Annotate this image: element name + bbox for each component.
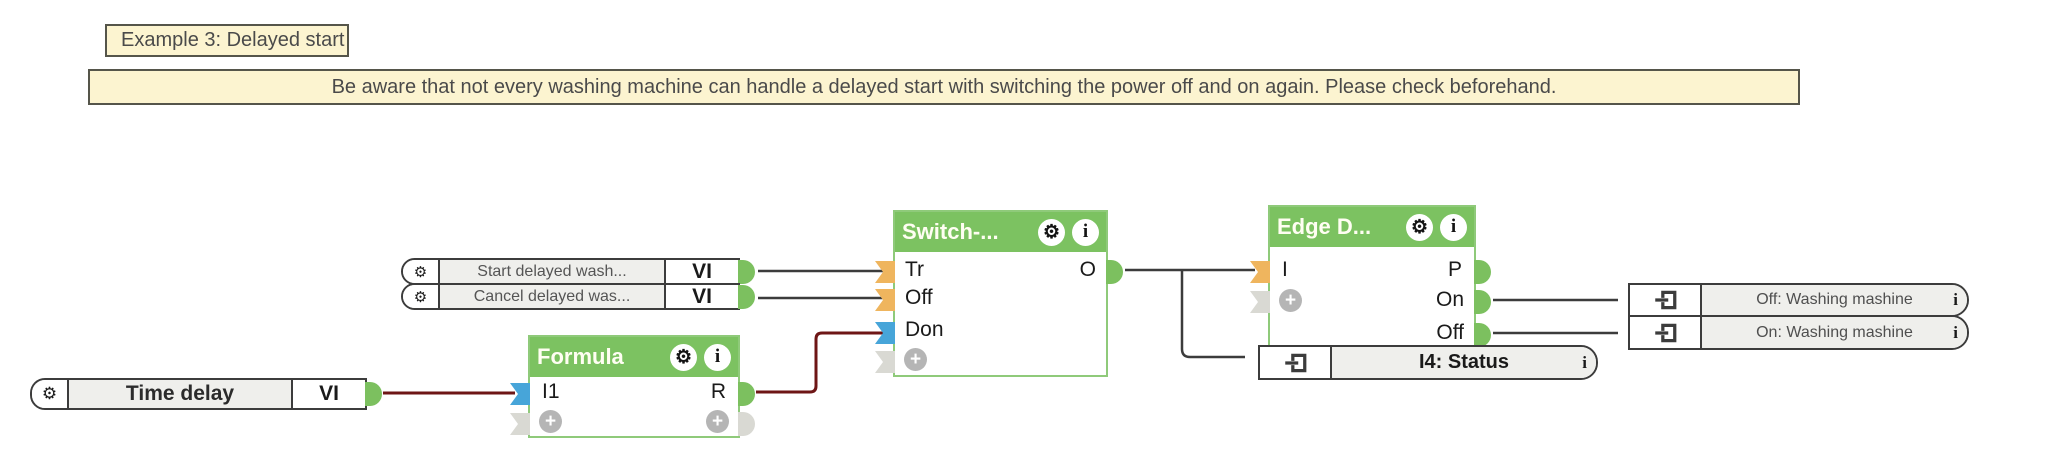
wire-switch-o-to-status-ref[interactable] xyxy=(1180,270,1245,359)
output-connector[interactable] xyxy=(365,382,382,406)
on-reference-label: On: Washing mashine xyxy=(1756,323,1913,341)
input-connector-tr[interactable] xyxy=(875,261,895,283)
info-icon[interactable]: i xyxy=(1440,213,1467,241)
output-connector-add[interactable] xyxy=(738,412,755,436)
output-connector-o[interactable] xyxy=(1106,260,1123,284)
block-header: Formula ⚙ i xyxy=(530,337,738,377)
input-label-tr: Tr xyxy=(905,258,925,281)
add-output-button[interactable]: + xyxy=(706,410,729,433)
input-connector-i[interactable] xyxy=(1250,261,1270,283)
output-label-on: On xyxy=(1435,288,1464,311)
block-formula[interactable]: Formula ⚙ i I1 R + + xyxy=(510,335,755,438)
output-label-off: Off xyxy=(1436,321,1464,344)
block-edge-detection[interactable]: Edge D... ⚙ i I P On Off + xyxy=(1250,205,1491,347)
block-title: Formula xyxy=(537,344,624,369)
gear-icon[interactable]: ⚙ xyxy=(1038,218,1065,246)
block-body: I1 R + + xyxy=(530,377,738,436)
vi-port-label: VI xyxy=(291,380,365,408)
info-icon[interactable]: i xyxy=(1582,352,1587,372)
input-connector-add[interactable] xyxy=(875,351,895,373)
block-header: Edge D... ⚙ i xyxy=(1270,207,1474,247)
input-connector-add[interactable] xyxy=(1250,291,1270,313)
block-title: Edge D... xyxy=(1277,214,1372,239)
off-washing-machine-reference[interactable]: Off: Washing mashine i xyxy=(1628,283,1969,317)
memory-flag-icon xyxy=(1655,290,1677,310)
block-body: Tr Off Don O + xyxy=(895,252,1106,375)
info-icon[interactable]: i xyxy=(1072,218,1099,246)
output-connector-p[interactable] xyxy=(1474,260,1491,284)
status-reference-label: I4: Status xyxy=(1418,351,1510,373)
add-input-button[interactable]: + xyxy=(1279,289,1302,312)
output-connector-off[interactable] xyxy=(1474,323,1491,347)
gear-icon[interactable]: ⚙ xyxy=(403,260,440,283)
virtual-input-label: Start delayed wash... xyxy=(477,262,627,280)
add-input-button[interactable]: + xyxy=(904,348,927,371)
output-label-o: O xyxy=(1079,258,1096,281)
off-reference-label: Off: Washing mashine xyxy=(1756,291,1913,308)
info-icon[interactable]: i xyxy=(704,343,731,371)
output-connector-on[interactable] xyxy=(1474,290,1491,314)
warning-note[interactable]: Be aware that not every washing machine … xyxy=(88,69,1800,105)
example-title-note[interactable]: Example 3: Delayed start xyxy=(105,24,349,57)
input-label-off: Off xyxy=(905,286,933,309)
status-reference[interactable]: I4: Status i xyxy=(1258,345,1598,380)
gear-icon[interactable]: ⚙ xyxy=(403,285,440,308)
virtual-input-start-delayed[interactable]: ⚙ Start delayed wash... VI xyxy=(401,258,755,285)
vi-port-label: VI xyxy=(664,285,738,308)
memory-flag-icon xyxy=(1655,323,1677,342)
memory-flag-icon xyxy=(1285,353,1307,372)
input-connector-off[interactable] xyxy=(875,289,895,311)
input-connector-i1[interactable] xyxy=(510,383,530,405)
virtual-input-label: Time delay xyxy=(125,382,235,405)
add-input-button[interactable]: + xyxy=(539,410,562,433)
input-label-i: I xyxy=(1282,258,1288,281)
on-washing-machine-reference[interactable]: On: Washing mashine i xyxy=(1628,315,1969,350)
wire-r-to-don[interactable] xyxy=(756,331,885,394)
input-label-i1: I1 xyxy=(542,380,560,403)
output-label-r: R xyxy=(710,380,726,403)
output-connector[interactable] xyxy=(738,285,755,309)
input-connector-don[interactable] xyxy=(875,322,895,344)
vi-port-label: VI xyxy=(664,260,738,283)
input-connector-add[interactable] xyxy=(510,413,530,435)
gear-icon[interactable]: ⚙ xyxy=(32,380,69,408)
output-connector-r[interactable] xyxy=(738,382,755,406)
output-label-p: P xyxy=(1447,258,1462,281)
output-connector[interactable] xyxy=(738,260,755,284)
virtual-input-label: Cancel delayed was... xyxy=(473,287,631,305)
warning-text: Be aware that not every washing machine … xyxy=(331,75,1557,98)
input-label-don: Don xyxy=(905,318,944,341)
gear-icon[interactable]: ⚙ xyxy=(1406,213,1433,241)
gear-icon[interactable]: ⚙ xyxy=(670,343,697,371)
block-switch[interactable]: Switch-... ⚙ i Tr Off Don O + xyxy=(875,210,1123,377)
virtual-input-time-delay[interactable]: ⚙ Time delay VI xyxy=(30,378,382,410)
info-icon[interactable]: i xyxy=(1953,290,1958,309)
block-body: I P On Off + xyxy=(1270,247,1474,345)
example-title-text: Example 3: Delayed start xyxy=(121,29,345,51)
block-header: Switch-... ⚙ i xyxy=(895,212,1106,252)
block-title: Switch-... xyxy=(902,219,999,244)
info-icon[interactable]: i xyxy=(1953,322,1958,342)
virtual-input-cancel-delayed[interactable]: ⚙ Cancel delayed was... VI xyxy=(401,283,755,310)
